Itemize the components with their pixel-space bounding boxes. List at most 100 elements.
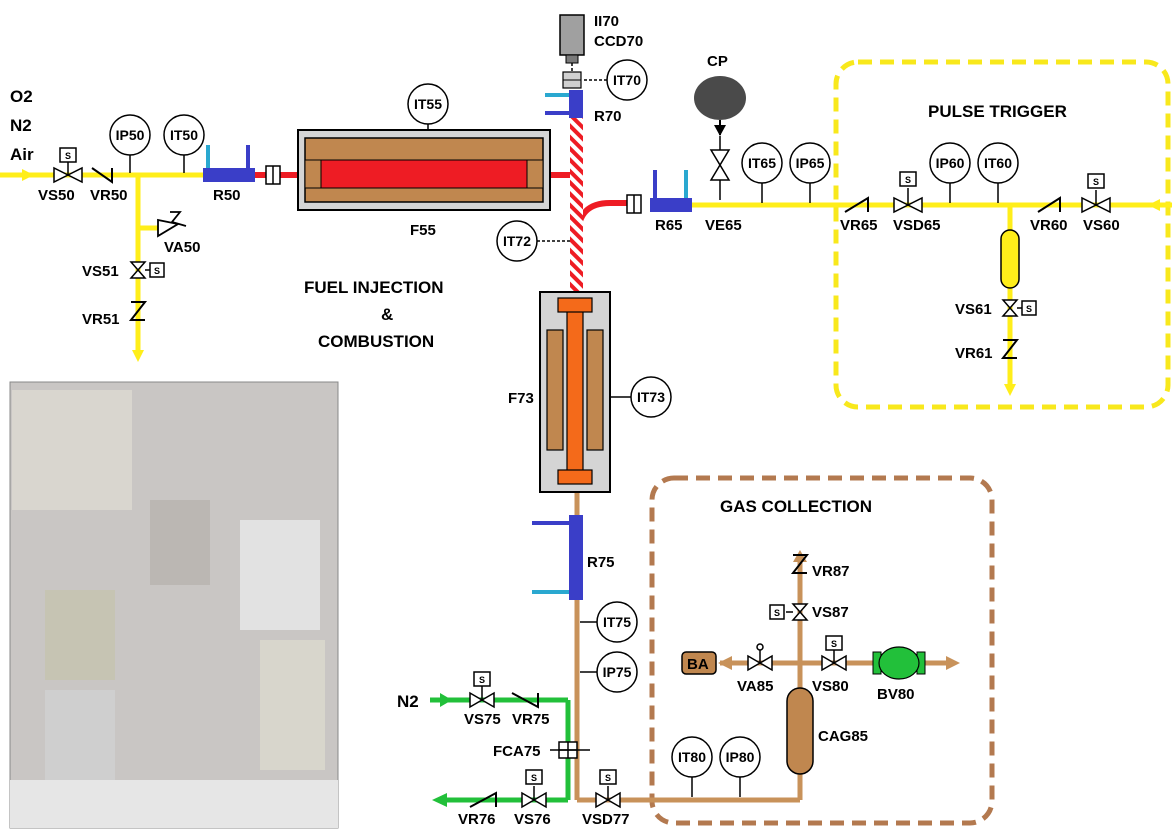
vr75-label: VR75 xyxy=(512,711,550,728)
r65-label: R65 xyxy=(655,217,683,234)
equipment-photo xyxy=(9,381,339,829)
vsd77-valve[interactable] xyxy=(595,769,621,809)
f73-label: F73 xyxy=(508,390,534,407)
vs51-valve[interactable] xyxy=(129,261,165,279)
vs75-valve[interactable] xyxy=(469,671,495,709)
vs76-valve[interactable] xyxy=(521,769,547,809)
vs80-valve[interactable] xyxy=(821,635,847,672)
r75-label: R75 xyxy=(587,554,615,571)
vs80-label: VS80 xyxy=(812,678,849,695)
vs51-s-label: S xyxy=(154,266,160,276)
vs60-s-label: S xyxy=(1093,177,1099,187)
ip75-label: IP75 xyxy=(603,664,632,680)
ba-box[interactable] xyxy=(681,651,717,675)
n2-label: N2 xyxy=(397,692,419,711)
vr76-check[interactable] xyxy=(469,791,497,808)
cp-powder xyxy=(694,76,746,120)
fuel-title-3: COMBUSTION xyxy=(318,332,434,351)
ccd70-label: CCD70 xyxy=(594,33,643,50)
cp-label: CP xyxy=(707,53,728,70)
ve65-valve[interactable] xyxy=(709,136,731,200)
vr61-check[interactable] xyxy=(1000,339,1020,359)
it50-label: IT50 xyxy=(170,127,198,143)
r75-reactor xyxy=(569,515,583,600)
n2-arrow-in xyxy=(440,693,452,707)
red-line-curve xyxy=(575,200,630,240)
gas-air-label: Air xyxy=(10,145,34,164)
cag85-vessel xyxy=(786,687,814,775)
vs75-label: VS75 xyxy=(464,711,501,728)
bv80-pump[interactable] xyxy=(872,646,926,680)
vent-arrow-left xyxy=(432,793,447,807)
ip60-label: IP60 xyxy=(936,155,965,171)
vr65-label: VR65 xyxy=(840,217,878,234)
vs80-s-label: S xyxy=(831,639,837,649)
vr60-check[interactable] xyxy=(1037,196,1061,213)
vs50-s-label: S xyxy=(65,151,71,161)
vs60-valve[interactable] xyxy=(1081,173,1111,214)
fuel-title-1: FUEL INJECTION xyxy=(304,278,443,297)
brown-arrow-right xyxy=(946,656,960,670)
it80-label: IT80 xyxy=(678,749,706,765)
vs51-label: VS51 xyxy=(82,263,119,280)
vs61-valve[interactable] xyxy=(1001,299,1037,317)
vs76-label: VS76 xyxy=(514,811,551,828)
vs75-s-label: S xyxy=(479,675,485,685)
it55-label: IT55 xyxy=(414,96,442,112)
vsd77-label: VSD77 xyxy=(582,811,630,828)
vs87-valve[interactable] xyxy=(769,603,809,621)
r50-label: R50 xyxy=(213,187,241,204)
va85-valve[interactable] xyxy=(747,643,773,672)
vsd65-label: VSD65 xyxy=(893,217,941,234)
vr87-check[interactable] xyxy=(790,554,810,574)
it72-label: IT72 xyxy=(503,233,531,249)
pulse-arrow-in xyxy=(1148,199,1160,211)
pulse-reservoir xyxy=(1000,229,1020,289)
fuel-title-2: & xyxy=(381,305,393,324)
it75-label: IT75 xyxy=(603,614,631,630)
ip50-label: IP50 xyxy=(116,127,145,143)
vs60-label: VS60 xyxy=(1083,217,1120,234)
vr50-check[interactable] xyxy=(91,167,113,184)
f73-furnace xyxy=(539,291,611,493)
vs61-label: VS61 xyxy=(955,301,992,318)
vs87-s-label: S xyxy=(774,608,780,618)
fca75-label: FCA75 xyxy=(493,743,541,760)
vsd77-s-label: S xyxy=(605,773,611,783)
vs87-label: VS87 xyxy=(812,604,849,621)
gas-o2-label: O2 xyxy=(10,87,33,106)
vr75-check[interactable] xyxy=(511,692,539,709)
pulse-trigger-box xyxy=(833,59,1171,410)
ip65-label: IP65 xyxy=(796,155,825,171)
vr50-label: VR50 xyxy=(90,187,128,204)
vsd65-s-label: S xyxy=(905,175,911,185)
va50-label: VA50 xyxy=(164,239,200,256)
vsd65-valve[interactable] xyxy=(893,171,923,214)
vr76-label: VR76 xyxy=(458,811,496,828)
r70-reactor xyxy=(569,90,583,118)
vr65-check[interactable] xyxy=(844,196,869,213)
r70-label: R70 xyxy=(594,108,622,125)
r50-reactor xyxy=(203,168,255,182)
f55-label: F55 xyxy=(410,222,436,239)
gas-n2-label: N2 xyxy=(10,116,32,135)
va85-label: VA85 xyxy=(737,678,773,695)
hatched-pipe xyxy=(570,115,583,295)
vs61-s-label: S xyxy=(1026,304,1032,314)
vr51-check[interactable] xyxy=(128,301,148,321)
va50-relief[interactable] xyxy=(157,211,187,238)
ba-label: BA xyxy=(687,656,709,673)
vr87-label: VR87 xyxy=(812,563,850,580)
bv80-label: BV80 xyxy=(877,686,915,703)
it73-label: IT73 xyxy=(637,389,665,405)
it70-label: IT70 xyxy=(613,72,641,88)
fca75-filter[interactable] xyxy=(550,741,590,759)
it60-label: IT60 xyxy=(984,155,1012,171)
vs76-s-label: S xyxy=(531,773,537,783)
pulse-trigger-title: PULSE TRIGGER xyxy=(928,102,1067,121)
vr61-label: VR61 xyxy=(955,345,993,362)
pulse-vent-arrow xyxy=(1004,384,1016,396)
gas-collection-title: GAS COLLECTION xyxy=(720,497,872,516)
vs50-valve[interactable] xyxy=(53,147,83,184)
